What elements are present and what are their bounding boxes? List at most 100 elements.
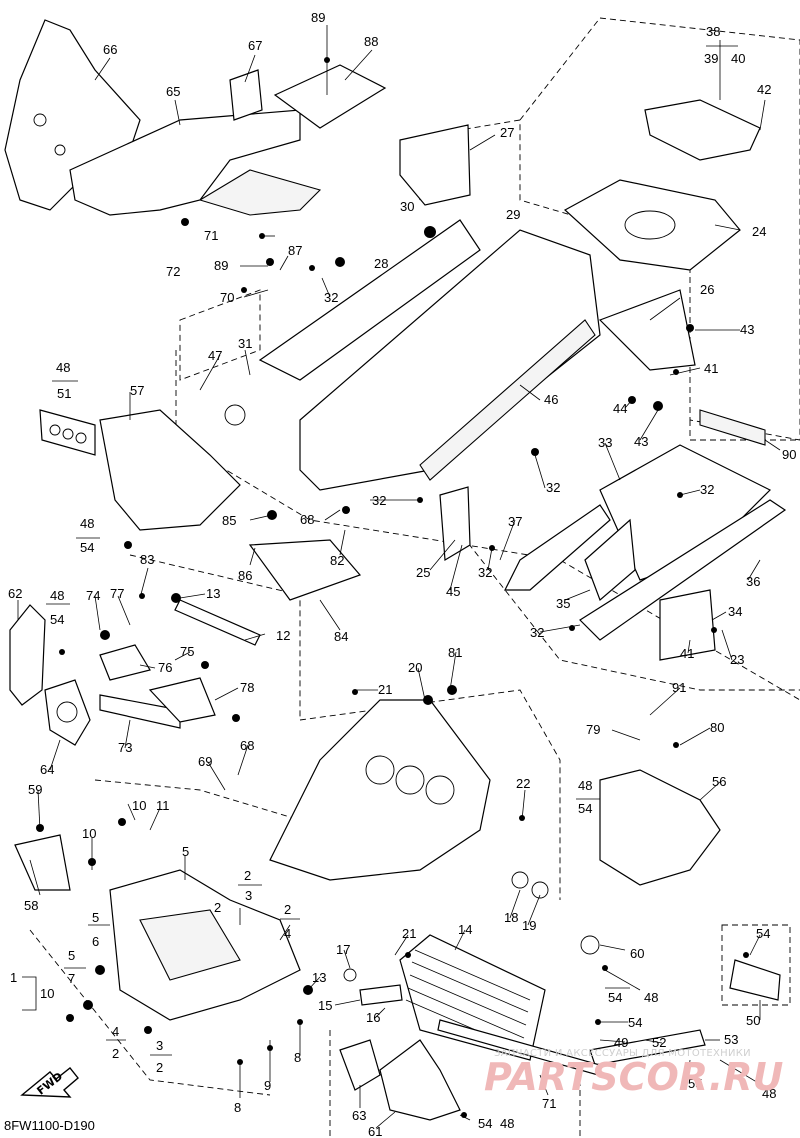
callout-78: 78	[240, 680, 254, 695]
callout-54: 54	[478, 1116, 492, 1131]
callout-43: 43	[634, 434, 648, 449]
callout-56: 56	[712, 774, 726, 789]
callout-13: 13	[312, 970, 326, 985]
callout-73: 73	[118, 740, 132, 755]
callout-13: 13	[206, 586, 220, 601]
callout-8: 8	[234, 1100, 241, 1115]
callout-60: 60	[630, 946, 644, 961]
callout-71: 71	[204, 228, 218, 243]
callout-17: 17	[336, 942, 350, 957]
callout-54: 54	[756, 926, 770, 941]
callout-6: 6	[92, 934, 99, 949]
callout-45: 45	[446, 584, 460, 599]
callout-46: 46	[544, 392, 558, 407]
callout-52: 52	[652, 1035, 666, 1050]
callout-36: 36	[746, 574, 760, 589]
callout-75: 75	[180, 644, 194, 659]
callout-12: 12	[276, 628, 290, 643]
callout-20: 20	[408, 660, 422, 675]
callout-30: 30	[400, 199, 414, 214]
callout-54: 54	[80, 540, 94, 555]
callout-28: 28	[374, 256, 388, 271]
callout-79: 79	[586, 722, 600, 737]
callout-69: 69	[198, 754, 212, 769]
callout-22: 22	[516, 776, 530, 791]
callout-25: 25	[416, 565, 430, 580]
callout-55: 55	[688, 1076, 702, 1091]
callout-50: 50	[746, 1013, 760, 1028]
callout-48: 48	[500, 1116, 514, 1131]
callout-10: 10	[40, 986, 54, 1001]
callout-2: 2	[244, 868, 251, 883]
callout-49: 49	[614, 1035, 628, 1050]
callout-40: 40	[731, 51, 745, 66]
callout-68: 68	[240, 738, 254, 753]
callout-43: 43	[740, 322, 754, 337]
leader-lines	[17, 25, 781, 1129]
callout-54: 54	[608, 990, 622, 1005]
callout-9: 9	[264, 1078, 271, 1093]
bracket-lines	[22, 45, 738, 1056]
forward-arrow-icon: FWD	[20, 1067, 79, 1098]
callout-2: 2	[112, 1046, 119, 1061]
callout-41: 41	[704, 361, 718, 376]
callout-62: 62	[8, 586, 22, 601]
callout-61: 61	[368, 1124, 382, 1138]
callout-86: 86	[238, 568, 252, 583]
callout-41: 41	[680, 646, 694, 661]
callout-33: 33	[598, 435, 612, 450]
callout-63: 63	[352, 1108, 366, 1123]
callout-57: 57	[130, 383, 144, 398]
callout-5: 5	[68, 948, 75, 963]
callout-89: 89	[214, 258, 228, 273]
callout-84: 84	[334, 629, 348, 644]
callout-39: 39	[704, 51, 718, 66]
callout-16: 16	[366, 1010, 380, 1025]
callout-32: 32	[372, 493, 386, 508]
callout-85: 85	[222, 513, 236, 528]
callout-91: 91	[672, 680, 686, 695]
callout-2: 2	[214, 900, 221, 915]
fasteners	[36, 57, 749, 1118]
callout-27: 27	[500, 125, 514, 140]
callout-14: 14	[458, 922, 472, 937]
callout-74: 74	[86, 588, 100, 603]
callout-58: 58	[24, 898, 38, 913]
callout-10: 10	[132, 798, 146, 813]
callout-72: 72	[166, 264, 180, 279]
callout-48: 48	[56, 360, 70, 375]
callout-48: 48	[762, 1086, 776, 1101]
callout-54: 54	[578, 801, 592, 816]
callout-32: 32	[530, 625, 544, 640]
callout-48: 48	[578, 778, 592, 793]
callout-90: 90	[782, 447, 796, 462]
callout-2: 2	[156, 1060, 163, 1075]
diagram-code: 8FW1100-D190	[4, 1118, 95, 1133]
callout-32: 32	[700, 482, 714, 497]
callout-37: 37	[508, 514, 522, 529]
callout-38: 38	[706, 24, 720, 39]
callout-88: 88	[364, 34, 378, 49]
callout-5: 5	[182, 844, 189, 859]
callout-24: 24	[752, 224, 766, 239]
callout-5: 5	[92, 910, 99, 925]
callout-21: 21	[378, 682, 392, 697]
watermark-text: ЗАПЧАСТИ И АКСЕССУАРЫ ДЛЯ МОТОТЕХНИКИ	[494, 1048, 751, 1059]
callout-8: 8	[294, 1050, 301, 1065]
callout-26: 26	[700, 282, 714, 297]
callout-77: 77	[110, 586, 124, 601]
parts	[4, 19, 787, 1121]
callout-29: 29	[506, 207, 520, 222]
callout-4: 4	[112, 1024, 119, 1039]
callout-53: 53	[724, 1032, 738, 1047]
callout-34: 34	[728, 604, 742, 619]
callout-64: 64	[40, 762, 54, 777]
callout-32: 32	[324, 290, 338, 305]
callout-1: 1	[10, 970, 17, 985]
callout-51: 51	[57, 386, 71, 401]
callout-44: 44	[613, 401, 627, 416]
callout-19: 19	[522, 918, 536, 933]
callout-35: 35	[556, 596, 570, 611]
callout-54: 54	[628, 1015, 642, 1030]
callout-59: 59	[28, 782, 42, 797]
